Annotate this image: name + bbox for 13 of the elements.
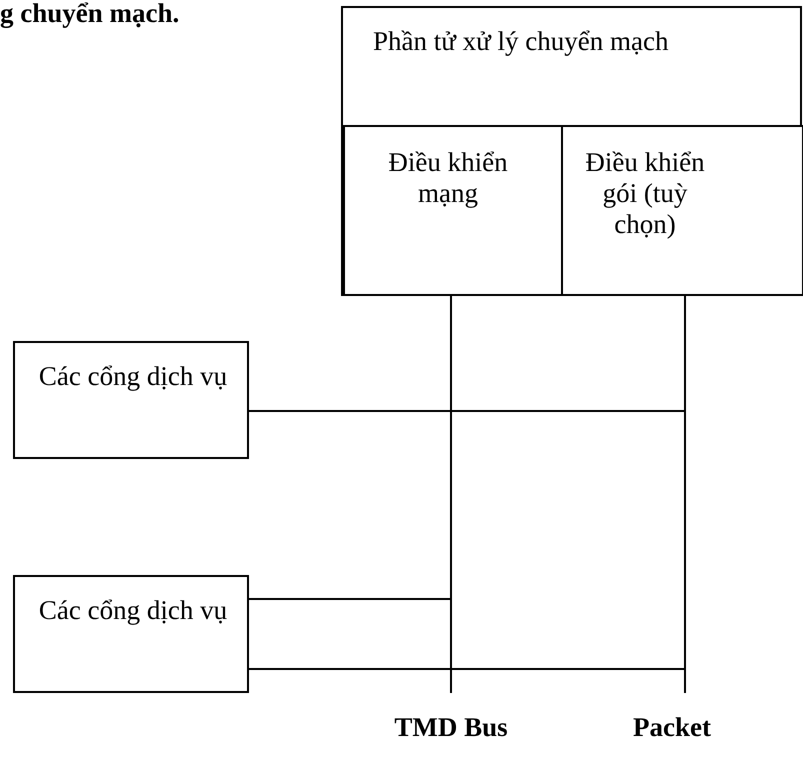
box-label: Phần tử xử lý chuyển mạch <box>373 26 670 57</box>
box-label: Các cổng dịch vụ <box>38 361 228 392</box>
port-box <box>13 341 249 459</box>
bus-label: TMD Bus <box>394 712 508 743</box>
box-label: Các cổng dịch vụ <box>38 595 228 626</box>
unit-box <box>561 125 803 296</box>
box-label: Điều khiển mạng <box>387 147 509 209</box>
port-box <box>13 575 249 693</box>
unit-box <box>343 125 563 296</box>
processor-box <box>341 6 802 296</box>
box-label: Điều khiển gói (tuỳ chọn) <box>584 147 706 240</box>
title: g chuyển mạch. <box>0 0 180 29</box>
bus-label: Packet <box>633 712 711 743</box>
